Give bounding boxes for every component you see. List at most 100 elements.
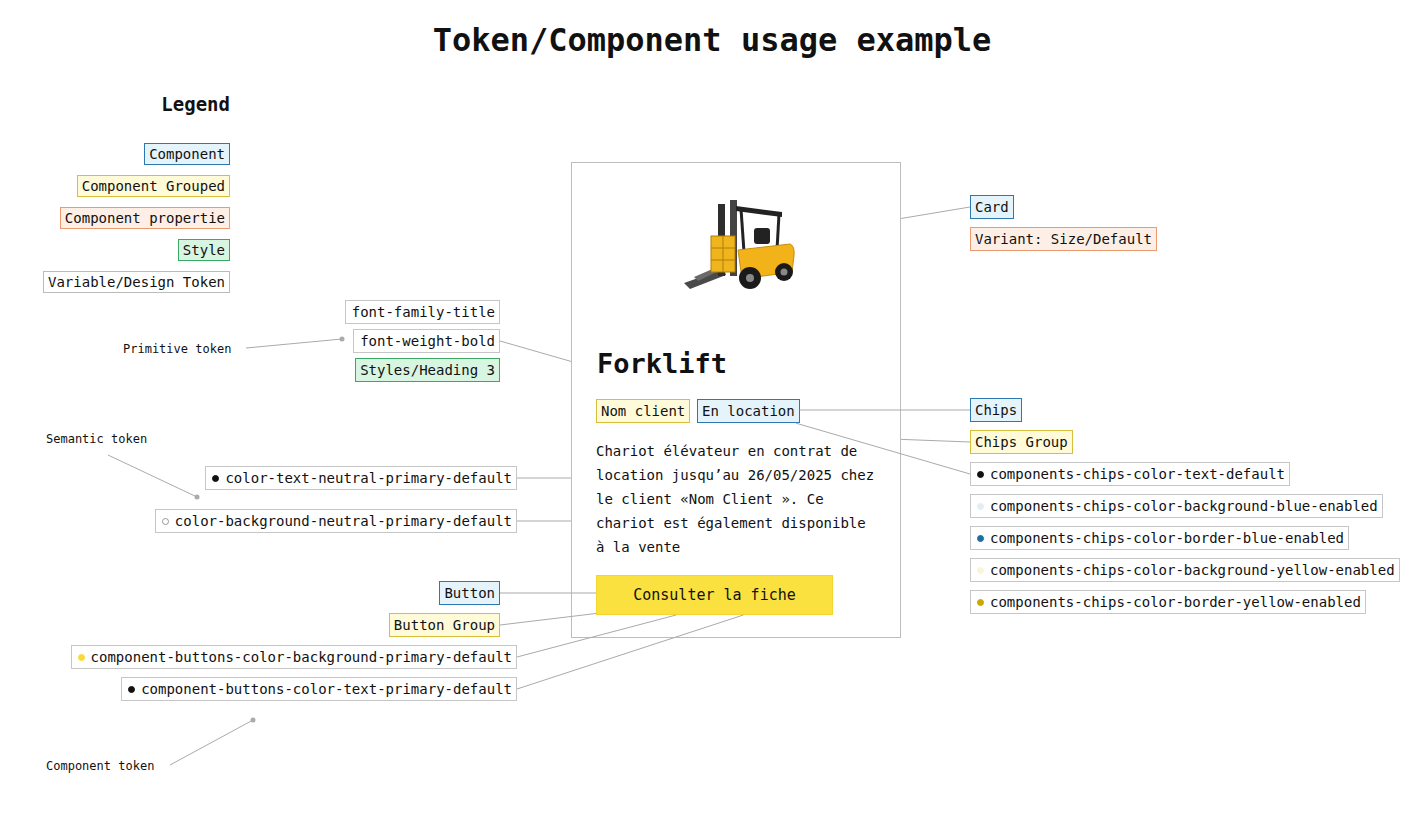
connector xyxy=(517,615,676,657)
overhead-guard xyxy=(736,206,782,217)
fork xyxy=(694,264,725,281)
token-annotation: component-buttons-color-text-primary-def… xyxy=(121,677,517,701)
node-text: Variant: Size/Default xyxy=(975,231,1152,247)
group-annotation: Button Group xyxy=(389,613,500,637)
seat xyxy=(754,228,770,244)
legend-panel: ComponentComponent GroupedComponent prop… xyxy=(0,143,230,303)
node-text: components-chips-color-border-yellow-ena… xyxy=(990,594,1361,610)
node-text: components-chips-color-border-blue-enabl… xyxy=(990,530,1344,546)
node-text: Button xyxy=(444,585,495,601)
chip: En location xyxy=(697,399,800,423)
carriage-bar xyxy=(711,248,735,249)
leader-lines xyxy=(108,339,342,765)
chip: Nom client xyxy=(596,399,690,423)
annotation-label: Component token xyxy=(46,758,154,774)
legend-heading: Legend xyxy=(161,92,230,116)
node-text: Chips Group xyxy=(975,434,1068,450)
color-dot xyxy=(212,475,219,482)
wheel xyxy=(775,263,793,281)
node-text: components-chips-color-background-yellow… xyxy=(990,562,1395,578)
legend-text: Component xyxy=(149,146,225,162)
carriage-bar xyxy=(723,236,724,272)
color-dot xyxy=(162,518,169,525)
legend-text: Variable/Design Token xyxy=(48,274,225,290)
token-annotation: color-text-neutral-primary-default xyxy=(205,466,517,490)
mast xyxy=(730,200,737,276)
leader-line xyxy=(170,720,253,765)
mast xyxy=(718,204,725,276)
component-annotation: Button xyxy=(439,581,500,605)
token-annotation: components-chips-color-text-default xyxy=(970,462,1290,486)
token-annotation: component-buttons-color-background-prima… xyxy=(71,645,517,669)
component-annotation: Card xyxy=(970,195,1014,219)
color-dot xyxy=(977,471,984,478)
node-text: Card xyxy=(975,199,1009,215)
connector xyxy=(796,423,970,474)
leader-dot xyxy=(251,718,256,723)
color-dot xyxy=(977,599,984,606)
forklift-illustration xyxy=(684,200,794,289)
color-dot xyxy=(78,654,85,661)
color-dot xyxy=(977,535,984,542)
legend-swatch: Style xyxy=(178,239,230,261)
legend-swatch: Component xyxy=(144,143,230,165)
node-text: font-weight-bold xyxy=(360,333,495,349)
node-text: font-family-title xyxy=(352,304,495,320)
hub xyxy=(781,269,788,276)
leader-dot xyxy=(195,495,200,500)
node-text: components-chips-color-background-blue-e… xyxy=(990,498,1378,514)
legend-text: Component propertie xyxy=(65,210,225,226)
node-text: Styles/Heading 3 xyxy=(360,362,495,378)
node-text: Button Group xyxy=(394,617,495,633)
connector xyxy=(517,478,571,479)
legend-swatch: Component propertie xyxy=(60,207,230,229)
leader-dots xyxy=(195,337,345,723)
node-text: color-background-neutral-primary-default xyxy=(175,513,512,529)
style-annotation: Styles/Heading 3 xyxy=(355,358,500,382)
connector xyxy=(517,521,571,522)
node-text: En location xyxy=(702,403,795,419)
legend-text: Component Grouped xyxy=(82,178,225,194)
carriage-bar xyxy=(711,260,735,261)
connector xyxy=(517,615,743,689)
connector xyxy=(800,410,970,411)
annotation-label: Primitive token xyxy=(123,341,231,357)
connector xyxy=(901,439,970,442)
color-dot xyxy=(977,503,984,510)
token-annotation: components-chips-color-border-yellow-ena… xyxy=(970,590,1366,614)
card-heading: Forklift xyxy=(597,347,727,381)
connector xyxy=(901,207,970,219)
card-body-text: Chariot élévateur en contrat de location… xyxy=(596,439,881,559)
connector xyxy=(500,613,596,625)
carriage xyxy=(711,236,735,272)
token-annotation: font-weight-bold xyxy=(353,329,500,353)
fork xyxy=(684,269,726,289)
hub xyxy=(746,274,754,282)
diagram-title: Token/Component usage example xyxy=(0,20,1424,60)
color-dot xyxy=(977,567,984,574)
node-text: color-text-neutral-primary-default xyxy=(225,470,512,486)
legend-swatch: Variable/Design Token xyxy=(43,271,230,293)
leader-dot xyxy=(340,337,345,342)
group-annotation: Chips Group xyxy=(970,430,1073,454)
legend-text: Style xyxy=(183,242,225,258)
node-text: Consulter la fiche xyxy=(633,586,796,604)
color-dot xyxy=(128,686,135,693)
token-annotation: components-chips-color-border-blue-enabl… xyxy=(970,526,1349,550)
node-text: component-buttons-color-background-prima… xyxy=(91,649,512,665)
node-text: Nom client xyxy=(601,403,685,419)
node-text: components-chips-color-text-default xyxy=(990,466,1285,482)
action-button: Consulter la fiche xyxy=(596,575,833,615)
component-annotation: Chips xyxy=(970,398,1022,422)
annotation-label: Semantic token xyxy=(46,431,147,447)
guard-post xyxy=(741,209,744,252)
node-text: Chips xyxy=(975,402,1017,418)
token-annotation: font-family-title xyxy=(345,300,500,324)
token-annotation: color-background-neutral-primary-default xyxy=(155,509,517,533)
token-annotation: components-chips-color-background-yellow… xyxy=(970,558,1400,582)
guard-post xyxy=(777,214,779,250)
card-frame: Nom client En locationConsulter la fiche F… xyxy=(571,162,901,638)
